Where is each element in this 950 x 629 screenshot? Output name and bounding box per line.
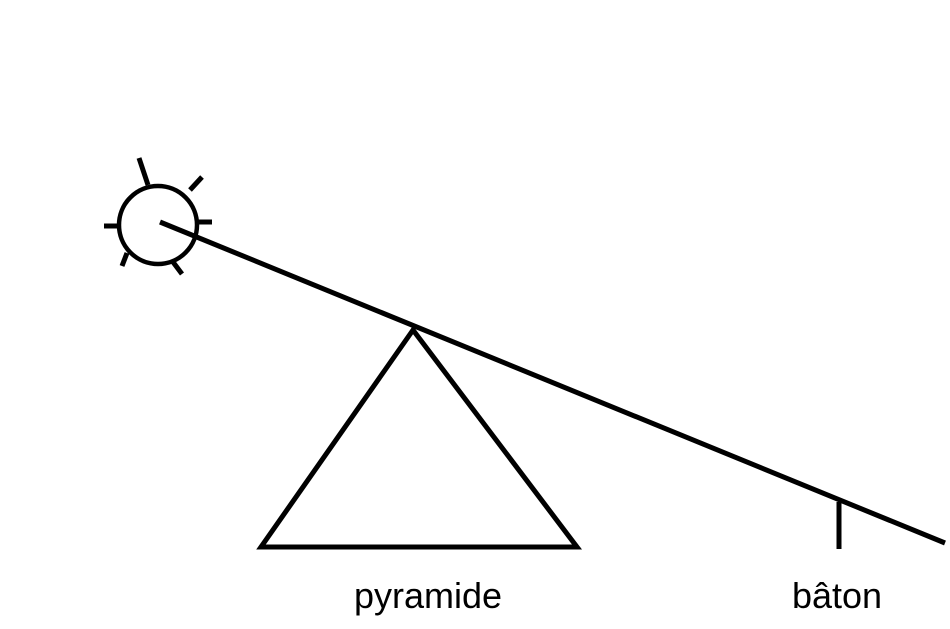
pyramid-label: pyramide xyxy=(354,575,502,616)
sun-ray xyxy=(136,157,151,186)
pyramid-triangle xyxy=(256,325,583,550)
sun-ray xyxy=(171,260,184,276)
sun-ray xyxy=(188,175,204,192)
sun-ray xyxy=(119,252,130,267)
sun-icon xyxy=(104,157,212,276)
stick-label: bâton xyxy=(792,575,882,616)
sun-ray-line xyxy=(159,219,946,546)
sun-disc xyxy=(116,183,200,267)
